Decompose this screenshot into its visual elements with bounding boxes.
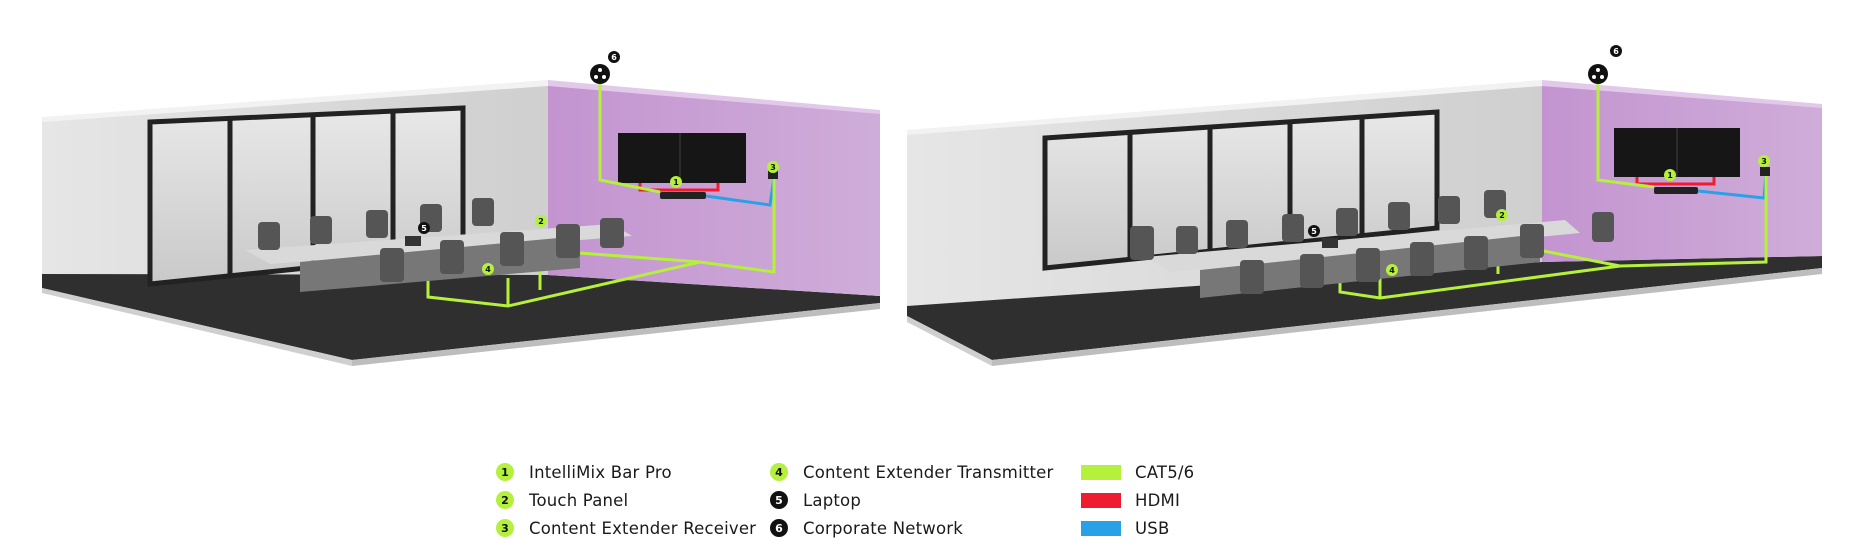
legend-devices-col2: 4 Content Extender Transmitter 5 Laptop … [770,458,1054,542]
svg-text:3: 3 [770,163,776,172]
legend-cable-item: CAT5/6 [1081,458,1194,486]
legend-cables: CAT5/6 HDMI USB [1081,458,1194,542]
legend-devices-col1: 1 IntelliMix Bar Pro 2 Touch Panel 3 Con… [496,458,756,542]
marker-1 [1664,169,1676,181]
legend-badge: 1 [496,463,514,481]
svg-text:5: 5 [421,224,427,233]
marker-5 [418,222,430,234]
legend-label: Touch Panel [529,490,629,510]
cable-swatch-cat [1081,464,1121,480]
legend-label: IntelliMix Bar Pro [529,462,672,482]
legend-item: 3 Content Extender Receiver [496,514,756,542]
network-icon [1588,64,1608,84]
laptop [405,236,421,246]
receiver-box [1760,167,1770,176]
legend-item: 1 IntelliMix Bar Pro [496,458,756,486]
markers-room-left: 1 2 3 4 5 6 [418,51,779,275]
intellimix-bar [660,192,706,199]
network-icon [590,64,610,84]
legend-label: Content Extender Receiver [529,518,757,538]
accent-wall-cap [548,80,880,114]
svg-text:1: 1 [673,178,679,187]
legend-item: 2 Touch Panel [496,486,756,514]
legend-label: CAT5/6 [1135,462,1195,482]
display-screen [618,133,746,183]
floor [42,274,880,360]
marker-4 [482,263,494,275]
floor-edge [42,288,352,366]
cable-swatch-hdmi [1081,492,1121,508]
floor [907,256,1822,360]
markers-room-right: 1 2 3 4 5 6 [1308,45,1770,276]
legend-label: USB [1135,518,1170,538]
chairs [1130,190,1614,294]
legend-badge: 3 [496,519,514,537]
room-left [42,64,880,366]
legend-badge: 5 [770,491,788,509]
left-wall-cap [907,80,1542,135]
legend-cable-item: USB [1081,514,1194,542]
svg-text:1: 1 [1667,171,1673,180]
legend-label: HDMI [1135,490,1181,510]
marker-4 [1386,264,1398,276]
legend-label: Content Extender Transmitter [803,462,1054,482]
floor-edge [907,316,992,366]
marker-5 [1308,225,1320,237]
hdmi-cable [1635,177,1716,186]
accent-wall-cap [1542,80,1822,108]
cat-cable-network [598,80,661,194]
marker-3 [767,161,779,173]
floor-edge-right [352,303,880,366]
legend-item: 6 Corporate Network [770,514,1054,542]
svg-text:3: 3 [1761,157,1767,166]
glass-wall [147,105,466,287]
legend-label: Corporate Network [803,518,964,538]
marker-2 [1496,209,1508,221]
floor-edge-right [992,268,1822,366]
legend-label: Laptop [803,490,862,510]
legend-item: 4 Content Extender Transmitter [770,458,1054,486]
legend-badge: 2 [496,491,514,509]
intellimix-bar [1654,187,1698,194]
marker-3 [1758,155,1770,167]
svg-text:2: 2 [538,217,544,226]
conference-table [1145,220,1580,272]
marker-6 [1610,45,1622,57]
left-wall-cap [42,80,548,122]
cable-swatch-usb [1081,520,1121,536]
laptop [1322,238,1338,248]
marker-2 [535,215,547,227]
legend-badge: 4 [770,463,788,481]
svg-text:4: 4 [485,265,491,274]
svg-text:2: 2 [1499,211,1505,220]
marker-6 [608,51,620,63]
svg-text:6: 6 [611,53,617,62]
legend-badge: 6 [770,519,788,537]
legend-cable-item: HDMI [1081,486,1194,514]
svg-text:6: 6 [1613,47,1619,56]
conference-table [245,224,632,264]
cat-cable-network [1596,80,1655,189]
svg-text:4: 4 [1389,266,1395,275]
svg-text:5: 5 [1311,227,1317,236]
room-right [907,64,1822,366]
marker-1 [670,176,682,188]
legend-item: 5 Laptop [770,486,1054,514]
chairs [258,198,624,282]
receiver-box [768,170,778,179]
